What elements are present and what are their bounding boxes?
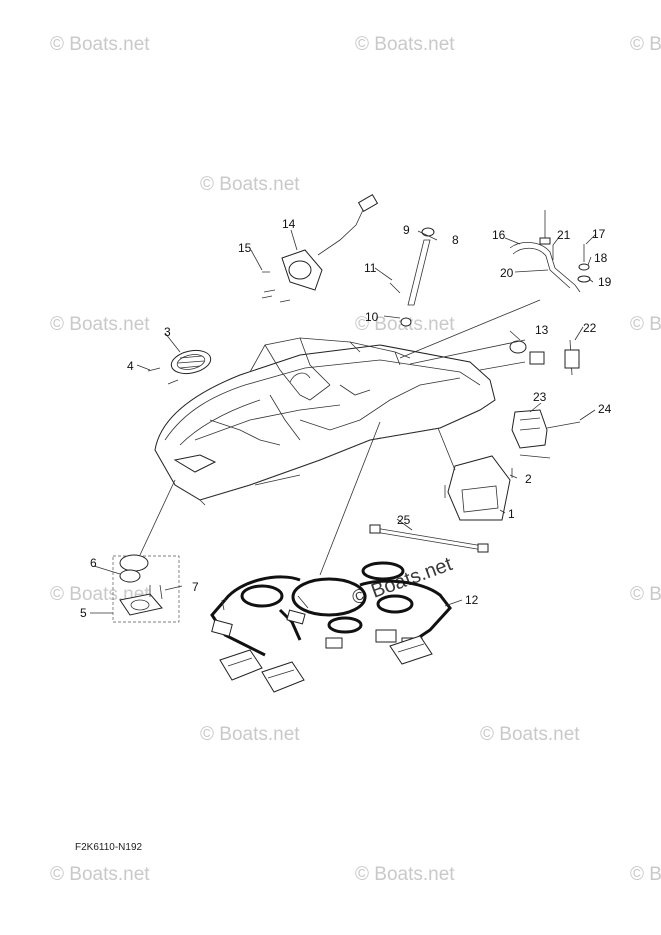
callout-13: 13 [535, 323, 549, 337]
callout-1: 1 [508, 507, 515, 521]
watermark: © Boats.net [630, 314, 661, 335]
callout-7: 7 [192, 580, 199, 594]
watermark-layer: © Boats.net © Boats.net © Boats.net © Bo… [50, 34, 661, 885]
callout-6: 6 [90, 556, 97, 570]
callout-25: 25 [397, 513, 411, 527]
watermark: © Boats.net [200, 724, 300, 745]
part-12-harness [210, 561, 452, 693]
callout-11: 11 [364, 261, 377, 275]
part-14-speaker [261, 193, 379, 303]
callout-2: 2 [525, 472, 532, 486]
callout-23: 23 [533, 390, 547, 404]
callout-9: 9 [403, 223, 410, 237]
watermark: © Boats.net [480, 724, 580, 745]
watermark: © Boats.net [630, 34, 661, 55]
watermark: © Boats.net [630, 584, 661, 605]
watermark: © Boats.net [50, 314, 150, 335]
part-13-cap [509, 339, 580, 376]
callout-17: 17 [592, 227, 606, 241]
callout-15: 15 [238, 241, 252, 255]
callout-14: 14 [282, 217, 296, 231]
callout-10: 10 [365, 310, 379, 324]
watermark: © Boats.net [200, 174, 300, 195]
windshield-frame [249, 337, 411, 401]
part-23-module [511, 409, 581, 459]
part-1-bracket [444, 455, 513, 521]
callout-16: 16 [492, 228, 506, 242]
part-25-rod [369, 524, 489, 553]
callout-18: 18 [594, 251, 608, 265]
callout-20: 20 [500, 266, 514, 280]
part-16-rail [509, 210, 591, 293]
callout-5: 5 [80, 606, 87, 620]
watermark: © Boats.net [355, 34, 455, 55]
callout-4: 4 [127, 359, 134, 373]
watermark: © Boats.net [355, 864, 455, 885]
callout-22: 22 [583, 321, 597, 335]
diagram-code: F2K6110-N192 [75, 842, 143, 853]
callout-19: 19 [598, 275, 612, 289]
callout-labels: 1 2 3 4 5 6 7 8 9 10 11 12 13 14 15 16 1… [80, 217, 612, 620]
callout-24: 24 [598, 402, 612, 416]
part-8-pole [389, 227, 435, 327]
callout-12: 12 [465, 593, 479, 607]
callout-21: 21 [557, 228, 571, 242]
callout-3: 3 [164, 325, 171, 339]
watermark: © Boats.net [50, 864, 150, 885]
boat-hull [154, 344, 496, 506]
part-3-grille [147, 349, 212, 385]
part-5-assembly [112, 554, 180, 623]
watermark: © Boats.net [50, 34, 150, 55]
leader-lines [90, 229, 597, 614]
watermark: © Boats.net [630, 864, 661, 885]
callout-8: 8 [452, 233, 459, 247]
